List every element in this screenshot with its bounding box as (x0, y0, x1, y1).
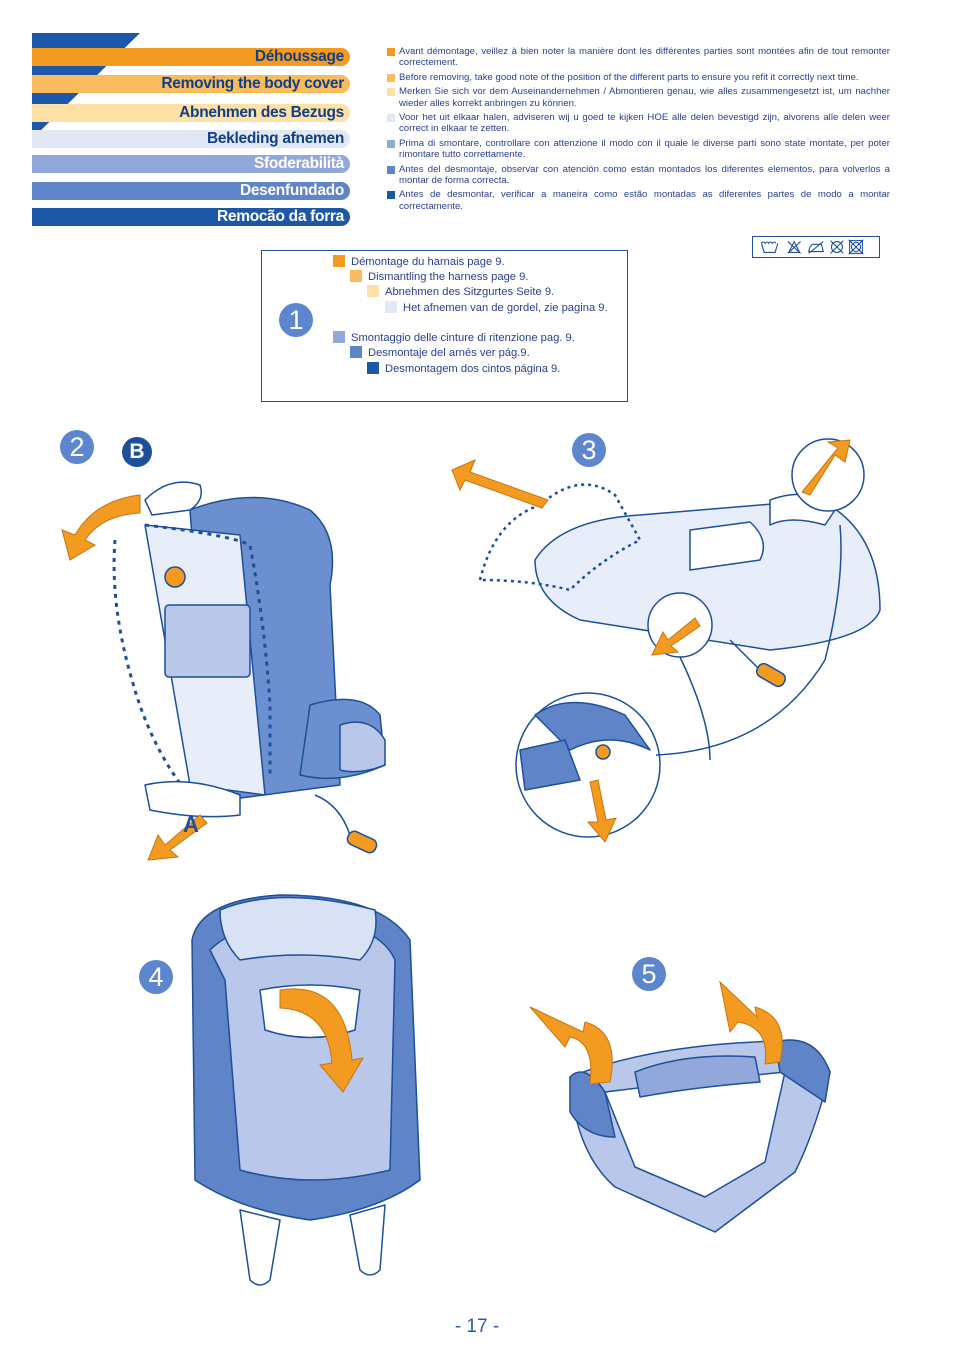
step2-illustration (61, 481, 386, 861)
step1-text: Démontage du harnais page 9. (351, 256, 505, 268)
note-nl: Voor het uit elkaar halen, adviseren wij… (387, 112, 890, 135)
step1-line-es: Desmontaje del arnés ver pág.9. (350, 346, 620, 360)
step1-text: Desmontaje del arnés ver pág.9. (368, 347, 530, 359)
note-text: Antes de desmontar, verificar a maneira … (399, 189, 890, 212)
color-square (333, 331, 345, 343)
note-pt: Antes de desmontar, verificar a maneira … (387, 189, 890, 212)
lang-bar-fr: Déhoussage (32, 48, 350, 66)
note-text: Prima di smontare, controllare con atten… (399, 137, 890, 161)
step-number-badge: 5 (632, 957, 666, 991)
page-number: - 17 - (454, 1316, 500, 1337)
step1-line-en: Dismantling the harness page 9. (350, 270, 620, 284)
step1-line-de: Abnehmen des Sitzgurtes Seite 9. (367, 285, 617, 299)
no-dry-clean-icon (830, 240, 844, 254)
intro-notes: Avant démontage, veillez à bien noter la… (387, 46, 890, 215)
color-square (387, 191, 395, 200)
color-square (350, 270, 362, 282)
note-text: Before removing, take good note of the p… (399, 71, 859, 83)
color-square (385, 301, 397, 313)
color-square (367, 285, 379, 297)
step-number-badge: 4 (139, 960, 173, 994)
lang-bar-nl: Bekleding afnemen (32, 130, 350, 148)
step4-illustration (191, 894, 421, 1286)
color-square (367, 362, 379, 374)
step1-line-nl: Het afnemen van de gordel, zie pagina 9. (385, 301, 625, 315)
color-square (387, 114, 395, 123)
color-square (387, 48, 395, 56)
step-number-badge: 1 (279, 303, 313, 337)
step1-text: Smontaggio delle cinture di ritenzione p… (351, 332, 575, 344)
color-square (333, 255, 345, 267)
color-square (387, 88, 395, 97)
step3-illustration (451, 438, 881, 843)
step5-illustration (529, 980, 831, 1233)
label-b-badge: B (122, 437, 152, 467)
color-square (387, 139, 395, 148)
step1-text: Het afnemen van de gordel, zie pagina 9. (403, 302, 608, 314)
note-en: Before removing, take good note of the p… (387, 72, 890, 83)
note-text: Avant démontage, veillez à bien noter la… (399, 46, 890, 69)
wash-30-icon (760, 241, 779, 253)
note-de: Merken Sie sich vor dem Auseinandernehme… (387, 86, 890, 109)
note-text: Merken Sie sich vor dem Auseinandernehme… (399, 86, 890, 109)
step-number-badge: 3 (572, 433, 606, 467)
note-es: Antes del desmontaje, observar con atenc… (387, 164, 890, 187)
color-square (350, 346, 362, 358)
step1-line-it: Smontaggio delle cinture di ritenzione p… (333, 331, 623, 345)
step1-text: Dismantling the harness page 9. (368, 271, 529, 283)
note-it: Prima di smontare, controllare con atten… (387, 138, 890, 161)
step1-text: Desmontagem dos cintos página 9. (385, 363, 561, 375)
no-tumble-dry-icon (848, 239, 864, 255)
lang-bar-it: Sfoderabilità (32, 155, 350, 173)
note-text: Antes del desmontaje, observar con atenc… (399, 163, 890, 187)
step1-line-fr: Démontage du harnais page 9. (333, 255, 613, 269)
note-text: Voor het uit elkaar halen, adviseren wij… (399, 112, 890, 135)
color-square (387, 165, 395, 174)
care-symbols (752, 236, 880, 258)
lang-bar-pt: Remocão da forra (32, 208, 350, 226)
lang-bar-en: Removing the body cover (32, 75, 350, 93)
lang-bar-es: Desenfundado (32, 182, 350, 200)
no-bleach-icon (787, 240, 801, 254)
label-a: A (183, 812, 199, 837)
note-fr: Avant démontage, veillez à bien noter la… (387, 46, 890, 69)
step1-line-pt: Desmontagem dos cintos página 9. (367, 362, 617, 376)
step-number-badge: 2 (60, 430, 94, 464)
lang-bar-de: Abnehmen des Bezugs (32, 104, 350, 122)
step1-text: Abnehmen des Sitzgurtes Seite 9. (385, 286, 555, 298)
step1-box: 1 Démontage du harnais page 9. Dismantli… (261, 250, 628, 402)
low-iron-icon (808, 241, 824, 254)
color-square (387, 73, 395, 82)
